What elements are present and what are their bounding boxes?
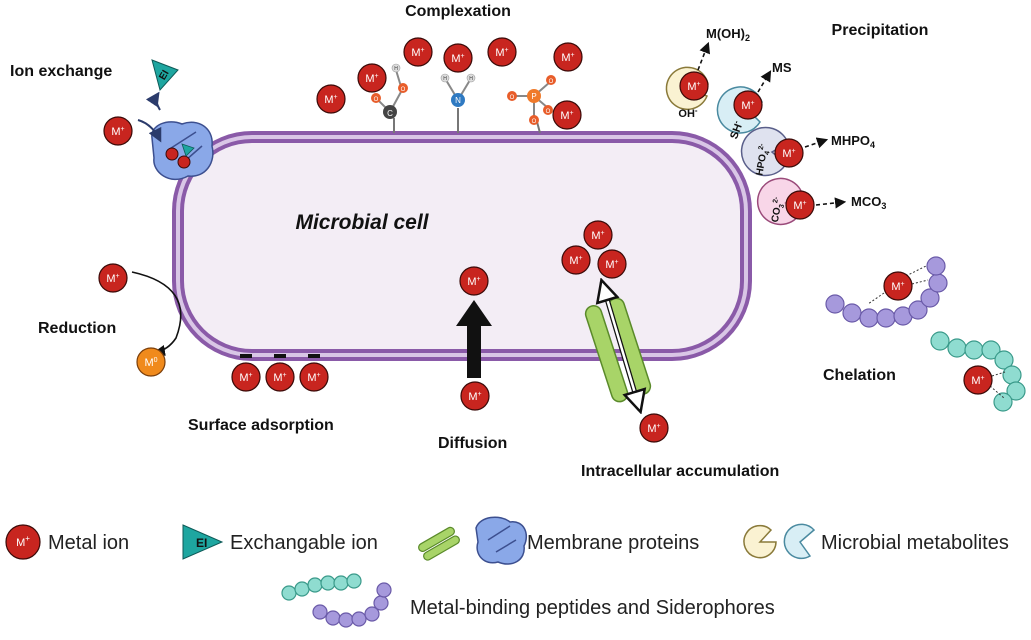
svg-text:M+: M+ bbox=[468, 391, 481, 403]
svg-text:SH-: SH- bbox=[726, 119, 745, 141]
svg-text:O: O bbox=[510, 95, 515, 101]
legend-microbial-metabolites-label: Microbial metabolites bbox=[821, 532, 1009, 554]
legend-metal-ion-label: Metal ion bbox=[48, 532, 129, 554]
phosphorus-atom-icon bbox=[527, 89, 541, 103]
ion-exchange-label: Ion exchange bbox=[10, 63, 112, 80]
svg-text:M+: M+ bbox=[793, 200, 806, 212]
svg-text:O: O bbox=[549, 79, 554, 85]
reduced-metal-icon bbox=[136, 347, 166, 377]
blue-protein-legend-icon bbox=[475, 516, 528, 565]
green-protein-legend-icon bbox=[418, 526, 460, 561]
diffusion-arrow-icon bbox=[456, 300, 492, 378]
svg-text:M+: M+ bbox=[111, 126, 124, 138]
diffusion-label: Diffusion bbox=[438, 435, 507, 452]
nitrogen-atom-icon bbox=[451, 93, 465, 107]
svg-text:M+: M+ bbox=[561, 52, 574, 64]
legend-peptides-label: Metal-binding peptides and Siderophores bbox=[410, 597, 775, 619]
metabolite-legend-icon-1 bbox=[743, 524, 777, 559]
legend-membrane-proteins: Membrane proteins bbox=[418, 516, 699, 565]
intracellular-accumulation-label: Intracellular accumulation bbox=[581, 463, 779, 480]
teal-peptide-legend-icon bbox=[281, 573, 362, 601]
ion-exchange-group: EI bbox=[137, 59, 214, 181]
legend-microbial-metabolites: Microbial metabolites bbox=[743, 523, 1009, 560]
svg-text:M+: M+ bbox=[782, 148, 795, 160]
cell-label: Microbial cell bbox=[295, 211, 429, 234]
complexation-metal-ions: M+ M+ M+ M+ M+ M+ M+ bbox=[316, 37, 583, 130]
svg-text:M+: M+ bbox=[591, 230, 604, 242]
svg-text:M+: M+ bbox=[569, 255, 582, 267]
reduction-group: M+ M0 bbox=[98, 263, 182, 377]
svg-text:M+: M+ bbox=[891, 281, 904, 293]
svg-text:HPO42-: HPO42- bbox=[753, 142, 772, 176]
svg-text:H: H bbox=[394, 66, 398, 72]
chelation-purple-peptide-icon bbox=[825, 256, 948, 328]
exchangeable-ion-legend-icon bbox=[182, 524, 224, 560]
surface-adsorption-group: M+ M+ M+ bbox=[231, 354, 329, 392]
svg-text:M+: M+ bbox=[467, 276, 480, 288]
svg-text:P: P bbox=[531, 92, 536, 101]
svg-text:O: O bbox=[401, 87, 406, 93]
legend-membrane-proteins-label: Membrane proteins bbox=[527, 532, 699, 554]
svg-text:M+: M+ bbox=[239, 372, 252, 384]
complexation-label: Complexation bbox=[405, 3, 511, 20]
svg-text:O: O bbox=[374, 97, 379, 103]
product-mhpo4: MHPO4 bbox=[831, 133, 875, 150]
intracellular-accumulation-group: M+ M+ M+ M+ bbox=[561, 220, 669, 443]
reduction-label: Reduction bbox=[38, 320, 116, 337]
product-mco3: MCO3 bbox=[851, 194, 886, 211]
svg-text:M+: M+ bbox=[451, 53, 464, 65]
chelation-metal-ions: M+ M+ bbox=[883, 271, 993, 395]
metal-ion-icon bbox=[5, 524, 41, 560]
chelation-teal-peptide-icon bbox=[930, 331, 1026, 412]
svg-text:M+: M+ bbox=[560, 110, 573, 122]
exchangeable-ion-icon bbox=[151, 59, 179, 92]
diffusion-group: M+ M+ bbox=[456, 266, 492, 411]
microbial-cell bbox=[172, 131, 752, 361]
svg-text:OH-: OH- bbox=[678, 106, 698, 120]
chelation-label: Chelation bbox=[823, 367, 896, 384]
precipitation-label: Precipitation bbox=[832, 22, 929, 39]
svg-text:M+: M+ bbox=[307, 372, 320, 384]
legend-exchangable-ion: EI Exchangable ion bbox=[182, 524, 378, 560]
svg-text:CO32-: CO32- bbox=[769, 196, 787, 224]
purple-peptide-legend-icon bbox=[312, 582, 392, 628]
metabolite-legend-icon-2 bbox=[783, 523, 816, 560]
svg-text:C: C bbox=[387, 109, 393, 118]
svg-text:M+: M+ bbox=[106, 273, 119, 285]
svg-text:M+: M+ bbox=[16, 534, 30, 549]
svg-text:H: H bbox=[469, 76, 473, 82]
svg-text:EI: EI bbox=[196, 536, 207, 550]
svg-text:M+: M+ bbox=[971, 375, 984, 387]
legend: M+ Metal ion EI Exchangable ion Membrane… bbox=[5, 516, 1009, 628]
legend-peptides: Metal-binding peptides and Siderophores bbox=[281, 573, 775, 628]
precipitation-arrows bbox=[697, 41, 847, 209]
svg-text:O: O bbox=[532, 119, 537, 125]
legend-exchangable-ion-label: Exchangable ion bbox=[230, 532, 378, 554]
svg-text:H: H bbox=[443, 76, 447, 82]
surface-adsorption-label: Surface adsorption bbox=[188, 417, 334, 434]
svg-text:O: O bbox=[546, 109, 551, 115]
svg-text:M+: M+ bbox=[365, 73, 378, 85]
product-moh2: M(OH)2 bbox=[706, 26, 750, 43]
svg-text:M+: M+ bbox=[273, 372, 286, 384]
phosphate-metabolite-icon bbox=[740, 126, 789, 177]
svg-text:M+: M+ bbox=[411, 47, 424, 59]
ion-exchange-protein-icon bbox=[151, 121, 214, 181]
legend-metal-ion: M+ Metal ion bbox=[5, 524, 129, 560]
carbon-atom-icon bbox=[383, 105, 397, 119]
svg-text:N: N bbox=[455, 96, 461, 105]
svg-text:M+: M+ bbox=[324, 94, 337, 106]
svg-text:M+: M+ bbox=[741, 100, 754, 112]
complexation-group: C O O H N H H P O O O O bbox=[371, 63, 556, 134]
product-ms: MS bbox=[772, 60, 792, 75]
precipitation-metal-ions: M+ M+ M+ M+ bbox=[679, 71, 815, 220]
metal-ion-ion-exchange: M+ bbox=[103, 116, 133, 146]
svg-text:M0: M0 bbox=[144, 357, 157, 369]
svg-text:M+: M+ bbox=[687, 81, 700, 93]
svg-text:M+: M+ bbox=[495, 47, 508, 59]
svg-text:M+: M+ bbox=[647, 423, 660, 435]
svg-text:M+: M+ bbox=[605, 259, 618, 271]
